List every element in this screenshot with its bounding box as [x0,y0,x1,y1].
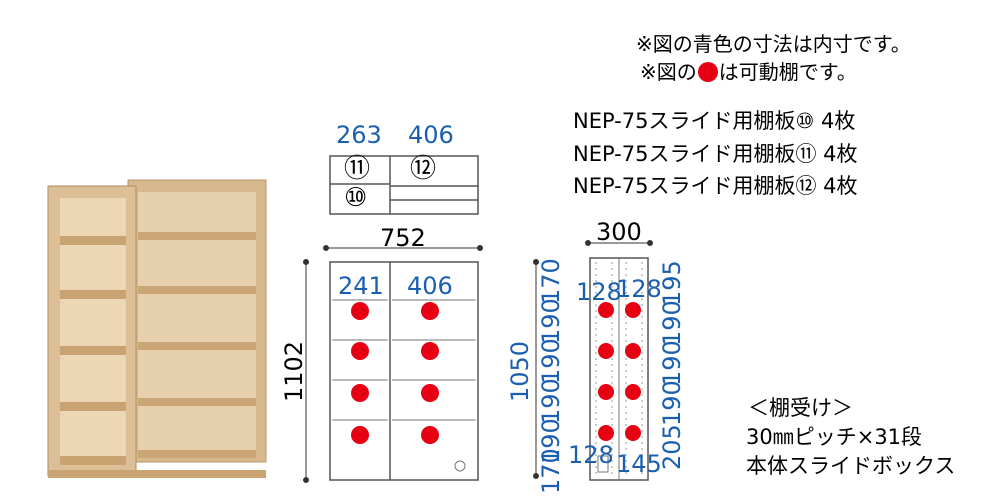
inner-height: 1050 [506,340,534,402]
movable-shelf-marker [625,302,641,318]
support-box: 本体スライドボックス [746,454,956,478]
note-inner-dimension: ※図の青色の寸法は内寸です。 [636,32,911,56]
depth-back: 128 [616,275,662,303]
depth: 300 [596,218,642,246]
inner-width-left: 241 [338,272,384,300]
front-view [329,261,479,481]
front-dimension-lines [303,245,483,483]
movable-shelf-marker [625,425,641,441]
bottom-depth-left: 128 [568,441,614,469]
spacing-left-2: 190 [537,298,565,344]
spacing-left-4: 190 [537,378,565,424]
movable-shelf-marker [625,384,641,400]
movable-shelf-marker [421,342,439,360]
shelf-board-11: NEP-75スライド用棚板⑪ 4枚 [573,142,858,166]
note-movable-shelf: ※図のは可動棚です。 [640,62,857,82]
spacing-left-3: 190 [537,338,565,384]
bottom-depth-right: 145 [616,450,662,478]
spacing-right-4: 190 [658,380,686,426]
spacing-right-5: 205 [658,424,686,470]
spacing-right-2: 190 [658,300,686,346]
movable-shelf-marker [351,384,369,402]
movable-shelf-marker [421,302,439,320]
note-prefix: ※図の [640,60,697,84]
movable-shelf-marker [351,426,369,444]
movable-shelf-marker [421,384,439,402]
shelf-label-12: ⑫ [410,154,437,184]
movable-shelf-marker [598,302,614,318]
spacing-left-1: 170 [537,258,565,304]
top-width-left: 263 [336,121,382,149]
support-pitch: 30㎜ピッチ×31段 [746,425,923,449]
shelf-board-12: NEP-75スライド用棚板⑫ 4枚 [573,174,858,198]
side-dimension-lines [533,240,653,479]
side-view [589,257,649,481]
outer-height: 1102 [280,340,308,402]
movable-shelf-marker [598,384,614,400]
movable-shelf-marker [421,426,439,444]
spacing-right-3: 190 [658,340,686,386]
movable-shelf-marker [625,343,641,359]
product-photo [47,179,267,478]
shelf-label-11: ⑪ [344,154,371,184]
top-width-right: 406 [408,121,454,149]
depth-front: 128 [576,278,622,306]
support-title: ＜棚受け＞ [748,396,853,420]
top-view [329,155,479,215]
movable-shelf-marker [351,302,369,320]
movable-shelf-marker [598,343,614,359]
movable-shelf-marker [351,342,369,360]
spacing-left-6: 170 [537,448,565,494]
movable-shelf-marker [598,425,614,441]
spacing-right-1: 195 [658,260,686,306]
shelf-label-10: ⑩ [344,183,368,213]
inner-width-right: 406 [407,272,453,300]
outer-width: 752 [380,224,426,252]
red-dot-icon [697,62,718,82]
shelf-board-10: NEP-75スライド用棚板⑩ 4枚 [573,109,856,133]
note-suffix: は可動棚です。 [718,60,857,84]
